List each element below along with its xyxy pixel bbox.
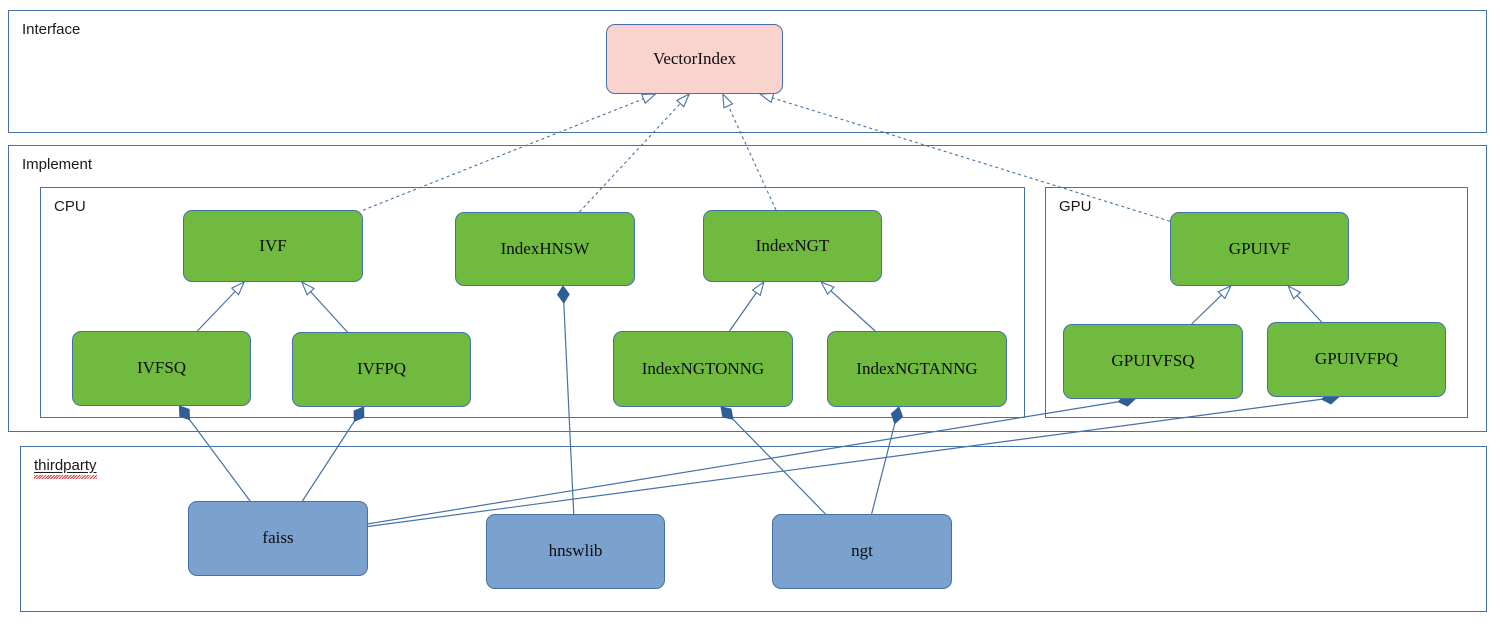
node-indexhnsw[interactable]: IndexHNSW [455, 212, 635, 286]
spellcheck-underline-icon [34, 475, 97, 479]
node-label: IndexNGTONNG [641, 358, 765, 378]
node-ngt[interactable]: ngt [772, 514, 952, 589]
group-label-gpu: GPU [1059, 198, 1092, 215]
node-hnswlib[interactable]: hnswlib [486, 514, 665, 589]
node-label: VectorIndex [652, 48, 737, 68]
node-gpuivf[interactable]: GPUIVF [1170, 212, 1349, 286]
node-label: IndexHNSW [500, 238, 590, 258]
node-vectorindex[interactable]: VectorIndex [606, 24, 783, 94]
node-gpuivfsq[interactable]: GPUIVFSQ [1063, 324, 1243, 399]
node-label: IVFPQ [356, 359, 407, 379]
node-label: IndexNGT [755, 235, 830, 255]
node-ivfpq[interactable]: IVFPQ [292, 332, 471, 407]
node-label: faiss [262, 528, 294, 548]
group-label-interface: Interface [22, 21, 81, 38]
node-label: GPUIVF [1228, 238, 1291, 258]
node-ivf[interactable]: IVF [183, 210, 363, 282]
node-label: hnswlib [548, 541, 603, 561]
node-label: GPUIVFPQ [1314, 349, 1399, 369]
node-indexngtonng[interactable]: IndexNGTONNG [613, 331, 793, 407]
node-label: IVFSQ [136, 358, 187, 378]
group-label-thirdparty: thirdparty [34, 458, 97, 479]
group-label-implement: Implement [22, 156, 93, 173]
node-label: ngt [851, 541, 873, 561]
node-faiss[interactable]: faiss [188, 501, 368, 576]
node-label: GPUIVFSQ [1111, 351, 1195, 371]
node-indexngtanng[interactable]: IndexNGTANNG [827, 331, 1007, 407]
node-ivfsq[interactable]: IVFSQ [72, 331, 251, 406]
group-label-cpu: CPU [54, 198, 86, 215]
node-indexngt[interactable]: IndexNGT [703, 210, 882, 282]
node-label: IVF [259, 235, 287, 255]
node-gpuivfpq[interactable]: GPUIVFPQ [1267, 322, 1446, 397]
node-label: IndexNGTANNG [856, 358, 978, 378]
